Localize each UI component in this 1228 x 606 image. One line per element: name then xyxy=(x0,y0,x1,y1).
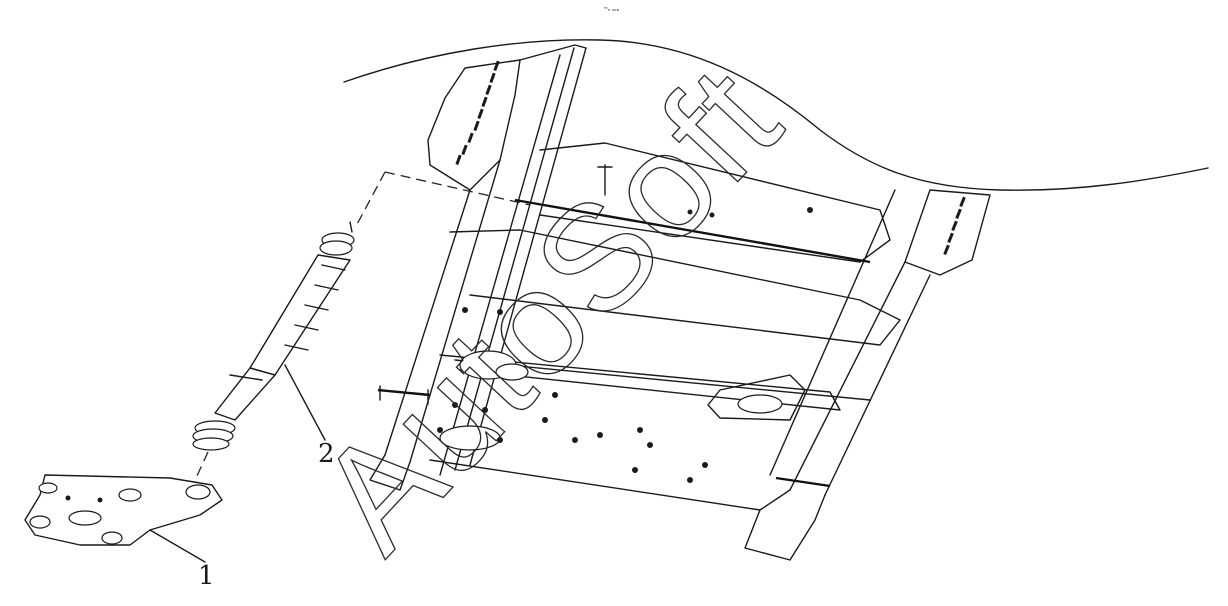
callout-1: 1 xyxy=(198,561,215,591)
watermark: AutoSoft xyxy=(286,35,812,582)
front-cross-member xyxy=(429,229,901,511)
leader-line-1 xyxy=(149,529,206,563)
callout-2: 2 xyxy=(318,439,335,469)
shock-absorber xyxy=(192,171,531,479)
header-small-text: ᵐₙ ₛₒₒ xyxy=(604,6,620,13)
left-frame-rail xyxy=(369,44,587,491)
cab-floor-outline xyxy=(343,39,1209,191)
leader-line-2 xyxy=(284,364,326,441)
lower-mounting-bracket xyxy=(24,474,223,546)
rear-cross-member xyxy=(514,142,891,264)
right-frame-rail xyxy=(744,189,991,561)
